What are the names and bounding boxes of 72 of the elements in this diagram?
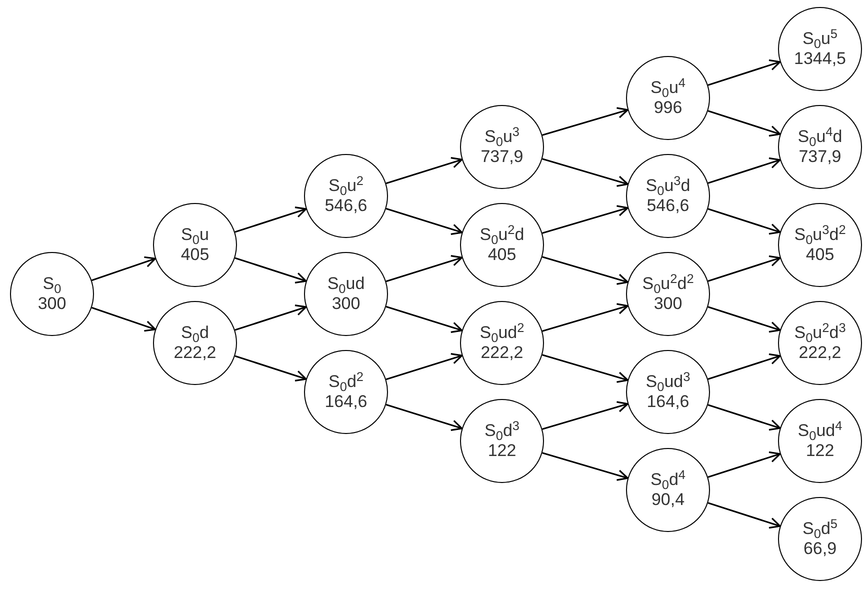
- node-formula: S$_{0}$u$^{2}$d$^{2}$: [642, 274, 694, 294]
- node-value: 546,6: [646, 196, 690, 216]
- node-formula: S$_{0}$ud$^{4}$: [798, 421, 842, 441]
- node-formula: S$_{0}$u$^{3}$d: [646, 176, 690, 196]
- node-formula: S$_{0}$ud: [327, 274, 365, 294]
- node-formula: S$_{0}$ud$^{2}$: [480, 323, 524, 343]
- node-value: 1344,5: [794, 49, 846, 69]
- arrow: [91, 256, 156, 282]
- arrow: [386, 255, 463, 282]
- node-value: 300: [332, 294, 360, 314]
- arrow: [386, 208, 463, 235]
- arrow: [386, 157, 463, 184]
- node-value: 737,9: [798, 147, 842, 167]
- node-formula: S$_{0}$u$^{4}$: [650, 78, 686, 98]
- arrow: [542, 303, 629, 332]
- node-value: 996: [654, 98, 682, 118]
- node-value: 90,4: [651, 490, 685, 510]
- node-value: 405: [488, 245, 516, 265]
- node-formula: S$_{0}$d$^{5}$: [802, 519, 838, 539]
- node-value: 122: [488, 441, 516, 461]
- node-formula: S$_{0}$: [42, 274, 62, 294]
- node-formula: S$_{0}$d: [181, 323, 209, 343]
- node-formula: S$_{0}$u$^{5}$: [802, 29, 838, 49]
- arrow: [386, 306, 463, 333]
- arrow: [542, 354, 629, 383]
- arrow: [708, 255, 781, 282]
- arrow: [708, 110, 781, 137]
- arrow: [708, 157, 781, 184]
- arrow: [708, 353, 781, 380]
- node-formula: S$_{0}$u$^{3}$d$^{2}$: [794, 225, 846, 245]
- arrow: [542, 452, 629, 481]
- node-value: 222,2: [480, 343, 524, 363]
- arrow: [708, 208, 781, 235]
- node-value: 66,9: [803, 539, 837, 559]
- node-formula: S$_{0}$d$^{2}$: [328, 372, 364, 392]
- node-formula: S$_{0}$u$^{4}$d: [798, 127, 842, 147]
- arrow: [542, 401, 629, 430]
- node-formula: S$_{0}$ud$^{3}$: [646, 372, 690, 392]
- arrow: [708, 451, 781, 478]
- node-value: 405: [180, 245, 210, 265]
- node-value: 546,6: [324, 196, 368, 216]
- arrow: [91, 306, 156, 332]
- node-formula: S$_{0}$u$^{2}$d$^{3}$: [794, 323, 846, 343]
- node-value: 405: [806, 245, 834, 265]
- node-formula: S$_{0}$d$^{4}$: [650, 470, 686, 490]
- arrow: [386, 353, 463, 380]
- node-formula: S$_{0}$u: [181, 225, 209, 245]
- arrow: [542, 256, 629, 285]
- arrow: [542, 205, 629, 234]
- node-formula: S$_{0}$u$^{3}$: [484, 127, 520, 147]
- arrow: [708, 306, 781, 333]
- arrow: [234, 355, 307, 382]
- arrow: [542, 158, 629, 187]
- node-formula: S$_{0}$u$^{2}$: [328, 176, 364, 196]
- node-formula: S$_{0}$u$^{2}$d: [480, 225, 524, 245]
- node-value: 222,2: [174, 343, 216, 363]
- arrow: [708, 502, 781, 529]
- node-value: 122: [806, 441, 834, 461]
- arrow: [234, 304, 307, 331]
- node-value: 222,2: [798, 343, 842, 363]
- arrow: [386, 404, 463, 431]
- arrow: [234, 206, 307, 233]
- node-value: 300: [654, 294, 682, 314]
- arrow: [708, 404, 781, 431]
- node-value: 737,9: [480, 147, 524, 167]
- arrow: [542, 107, 629, 136]
- node-value: 164,6: [646, 392, 690, 412]
- node-formula: S$_{0}$d$^{3}$: [484, 421, 520, 441]
- arrow: [708, 59, 781, 86]
- node-value: 300: [38, 294, 66, 314]
- arrow: [234, 257, 307, 284]
- node-value: 164,6: [324, 392, 368, 412]
